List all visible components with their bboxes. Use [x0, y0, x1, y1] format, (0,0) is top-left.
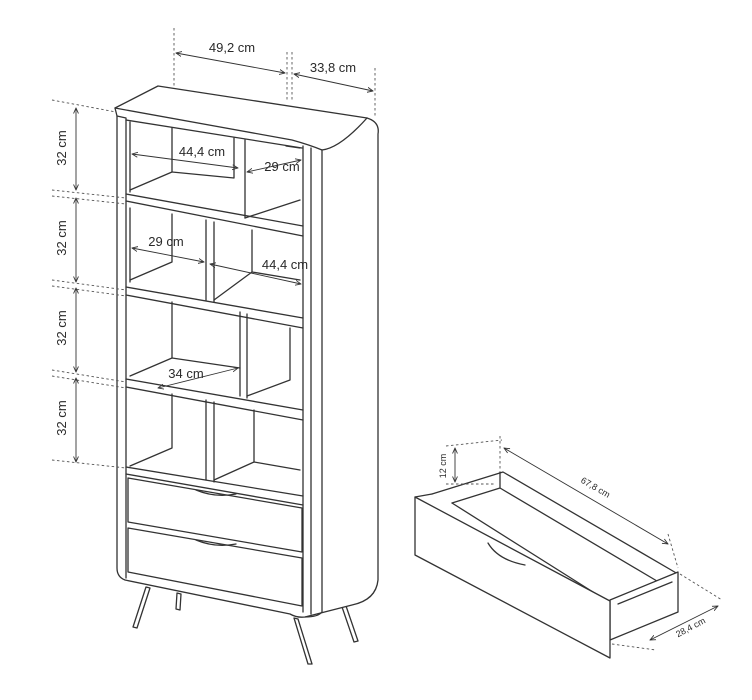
bookcase-width-label: 49,2 cm — [209, 40, 255, 55]
row2-left-width-label: 29 cm — [148, 234, 183, 249]
bookcase-dimensions — [51, 28, 376, 469]
bookcase-legs — [132, 586, 359, 665]
drawer-drawing — [414, 471, 679, 659]
row3-depth-label: 34 cm — [168, 366, 203, 381]
bookcase-drawers — [127, 477, 303, 607]
drawer-length-label: 67,8 cm — [579, 475, 612, 500]
drawer-width-label: 28,4 cm — [674, 615, 707, 639]
bookcase-depth-label: 33,8 cm — [310, 60, 356, 75]
drawer-dimensions — [445, 436, 723, 651]
bookcase-drawing — [114, 85, 379, 665]
row3-height-label: 32 cm — [54, 310, 69, 345]
row4-height-label: 32 cm — [54, 400, 69, 435]
row1-height-label: 32 cm — [54, 130, 69, 165]
row2-height-label: 32 cm — [54, 220, 69, 255]
row2-right-width-label: 44,4 cm — [262, 257, 308, 272]
drawer-height-label: 12 cm — [438, 454, 448, 479]
row1-left-width-label: 44,4 cm — [179, 144, 225, 159]
row1-right-width-label: 29 cm — [264, 159, 299, 174]
